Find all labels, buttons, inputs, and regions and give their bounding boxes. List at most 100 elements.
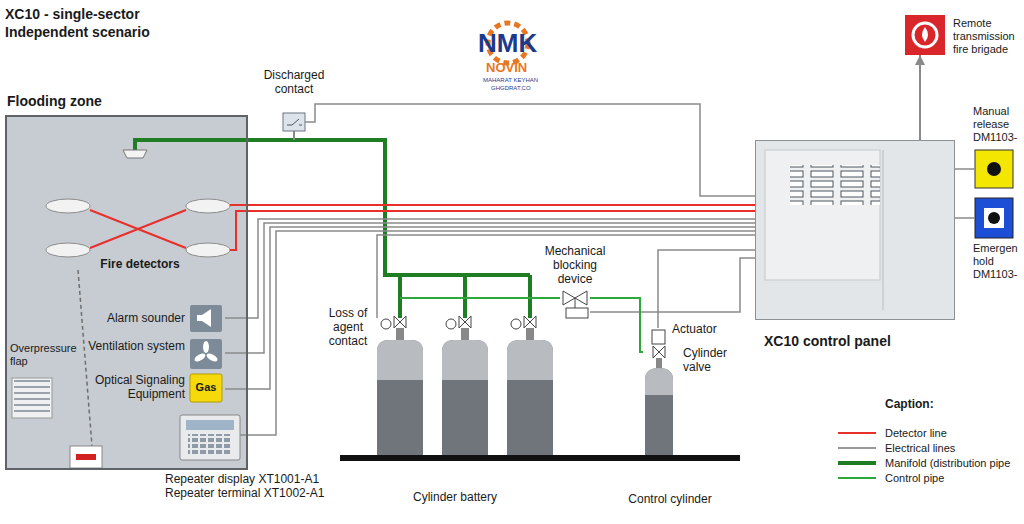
node-text: Mechanical blocking device [538, 244, 612, 286]
cylinder-top [442, 340, 488, 380]
blade [205, 352, 218, 363]
detector [186, 199, 230, 213]
node-text: Repeater display XT1001-A1 [165, 472, 319, 486]
flooding-zone: Flooding zoneFire detectorsAlarm sounder… [5, 115, 248, 470]
label-text: Caption: [885, 397, 934, 411]
hold-button [975, 198, 1013, 238]
legend-swatch [838, 432, 876, 434]
legend-text: Manifold (distribution pipe [885, 456, 1010, 470]
repeater-body [180, 415, 240, 460]
blade [203, 341, 209, 353]
node-text: Repeater terminal XT1002-A1 [165, 486, 324, 500]
fan-blades [193, 341, 219, 363]
switch-symbol [287, 119, 302, 125]
node-text: Manual release DM1103- [973, 105, 1021, 144]
diagram-title: XC10 - single-sector Independent scenari… [5, 5, 180, 41]
flap-frame [12, 378, 52, 418]
connector [240, 204, 755, 206]
detector [46, 199, 90, 213]
legend-swatch [838, 477, 876, 479]
call-point-bar [76, 454, 96, 460]
node-text: Alarm sounder [88, 311, 185, 325]
horn [197, 309, 211, 327]
node-text: Gas [190, 381, 222, 394]
call-point [70, 446, 102, 468]
icon-ring [913, 23, 937, 47]
hold-face [984, 208, 1004, 228]
node-text: Ventilation system [88, 339, 185, 353]
blocking-switch [566, 308, 588, 318]
detector [46, 243, 90, 257]
panel-door [765, 150, 880, 280]
discharged-contact: Discharged contact [283, 113, 305, 131]
control-cylinder-body [645, 368, 673, 455]
contact-stub [293, 131, 295, 140]
node-text: Cylinder battery [400, 490, 510, 504]
fire-brigade-icon [905, 15, 945, 55]
control-cylinder-top [645, 368, 673, 395]
alarm-sounder: Alarm sounder [88, 305, 225, 333]
cylinder [507, 340, 553, 455]
dashed-link [78, 270, 92, 446]
connector [225, 219, 755, 318]
neck [396, 328, 404, 340]
connector [658, 250, 755, 328]
manifold-pipe [135, 140, 530, 318]
overpressure-flap: Overpressure flap [8, 340, 90, 422]
gauge [511, 319, 521, 329]
label-text: NMK [478, 28, 537, 58]
connector [305, 104, 755, 196]
legend-swatch [838, 447, 876, 449]
sounder-icon [190, 305, 222, 332]
control-panel: XC10 control panel [755, 140, 955, 320]
node-text: Emergen hold DM1103- [973, 242, 1021, 281]
detector [186, 243, 230, 257]
fan-icon [190, 339, 222, 369]
label-text: Actuator [672, 322, 717, 336]
legend-text: Electrical lines [885, 441, 955, 455]
node-text: XC10 control panel [764, 333, 948, 350]
detector-wires [90, 205, 240, 250]
label-text: GHGDRAT.CO [491, 85, 531, 92]
release-button [975, 150, 1013, 188]
actuator [652, 330, 665, 344]
button-dot [988, 212, 1000, 224]
repeater-display: Repeater display XT1001-A1Repeater termi… [180, 415, 240, 460]
node-text: Fire detectors [80, 257, 200, 271]
node-text: Discharged contact [259, 68, 329, 96]
label-text: Loss of agent contact [325, 306, 371, 348]
valve-stem [575, 298, 576, 308]
optical-signal: Optical Signaling EquipmentGas [88, 372, 225, 404]
node-text: Remote transmission fire brigade [953, 17, 1023, 56]
panel-leds [790, 165, 880, 205]
button-dot [987, 162, 1001, 176]
connector [955, 217, 975, 219]
gas-sign [190, 374, 222, 402]
repeater-screen [186, 420, 234, 430]
cylinder-top [507, 340, 553, 380]
panel-fill [755, 140, 955, 320]
legend-swatch [838, 461, 876, 465]
detector-group: Fire detectors [40, 195, 240, 282]
blocking-device: Mechanical blocking device [560, 288, 590, 320]
connector [590, 258, 755, 312]
legend-text: Control pipe [885, 471, 944, 485]
control-pipe [400, 297, 555, 299]
zone-fill [5, 115, 248, 470]
nozzle [123, 150, 147, 158]
label-text: NOVIN [486, 60, 527, 75]
node-text: Overpressure flap [10, 342, 88, 368]
connector [225, 227, 755, 389]
connector [240, 210, 755, 212]
ventilation-system: Ventilation system [88, 338, 225, 370]
neck [656, 358, 662, 368]
neck [526, 328, 534, 340]
gauge [446, 319, 456, 329]
remote-transmission: Remote transmission fire brigade [905, 15, 945, 55]
cylinder [442, 340, 488, 455]
blade [193, 352, 206, 363]
panel-divider [883, 150, 884, 310]
cylinders [377, 316, 553, 455]
connector [377, 235, 755, 318]
